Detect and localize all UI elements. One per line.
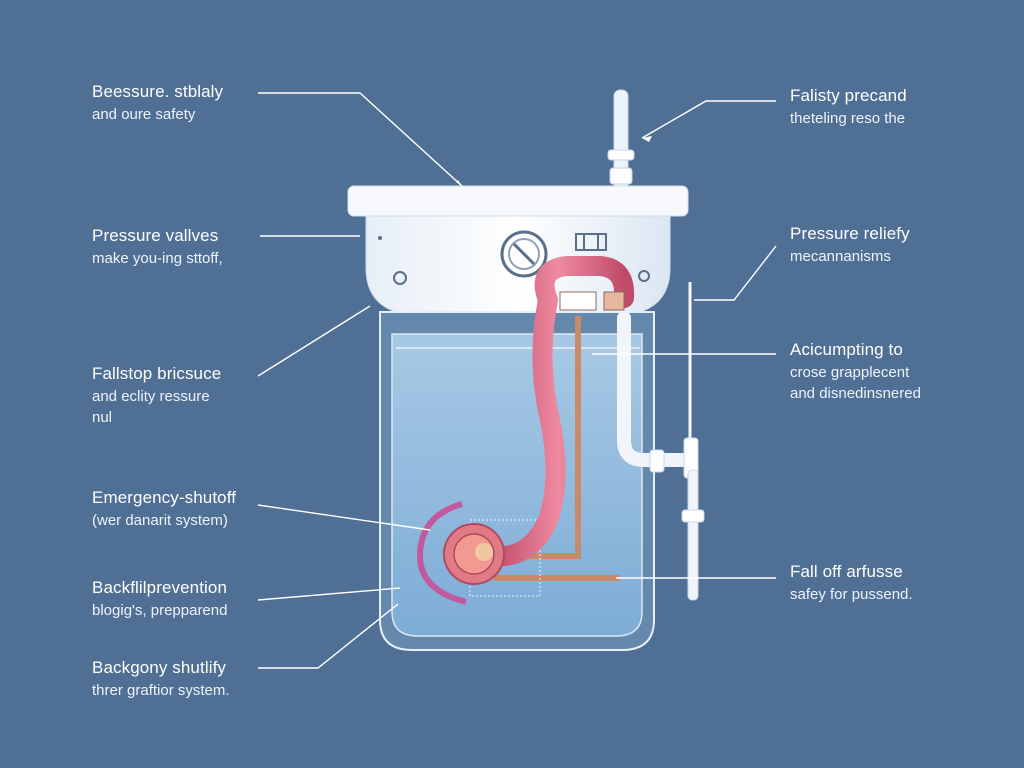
callout-right-2: Pressure reliefy mecannanisms (790, 224, 910, 266)
relief-pipe (617, 282, 705, 601)
callout-left-5: Backflilprevention blogig's, prepparend (92, 578, 227, 620)
callout-title: Backgony shutlify (92, 658, 226, 677)
callout-title: Acicumpting to (790, 340, 903, 359)
callout-left-4: Emergency-shutoff (wer danarit system) (92, 488, 236, 530)
heating-coil (416, 501, 505, 605)
callout-title: Pressure vallves (92, 226, 219, 245)
callout-left-3: Fallstop bricsuce and eclity ressure nul (92, 364, 221, 427)
callout-subtitle: (wer danarit system) (92, 512, 228, 530)
callout-title: Fall off arfusse (790, 562, 903, 581)
callout-title: Fallstop bricsuce (92, 364, 222, 383)
leader-lines (257, 92, 777, 669)
callout-title: Pressure reliefy (790, 224, 910, 243)
callout-right-3: Acicumpting to crose grapplecent and dis… (790, 340, 921, 403)
callout-subtitle: safey for pussend. (790, 586, 913, 604)
callout-title: Emergency-shutoff (92, 488, 237, 507)
callout-subtitle: threr graftior system. (92, 682, 230, 700)
callout-subtitle-2: and disnedinsnered (790, 385, 921, 403)
callout-right-1: Falisty precand theteling reso the (790, 86, 907, 128)
tank-water (391, 333, 643, 637)
callout-title: Falisty precand (790, 86, 907, 105)
callout-subtitle: make you-ing sttoff, (92, 250, 223, 268)
callout-subtitle: and oure safety (92, 106, 196, 124)
callout-left-6: Backgony shutlify threr graftior system. (92, 658, 230, 700)
callout-subtitle: blogig's, prepparend (92, 602, 228, 620)
callout-title: Backflilprevention (92, 578, 228, 597)
callout-title: Beessure. stblaly (92, 82, 224, 101)
callout-left-1: Beessure. stblaly and oure safety (92, 82, 223, 124)
top-inlet-pipe (607, 89, 635, 191)
hose (482, 256, 635, 567)
callout-subtitle: crose grapplecent (790, 364, 910, 382)
callout-right-4: Fall off arfusse safey for pussend. (790, 562, 913, 604)
indicator-icon (575, 233, 607, 251)
callout-subtitle: theteling reso the (790, 110, 906, 128)
tank-lid (347, 185, 689, 217)
pressure-gauge-icon (500, 230, 548, 278)
callout-subtitle-2: nul (92, 409, 113, 427)
callout-left-2: Pressure vallves make you-ing sttoff, (92, 226, 223, 268)
callout-subtitle: mecannanisms (790, 248, 891, 266)
callout-subtitle: and eclity ressure (92, 388, 210, 406)
